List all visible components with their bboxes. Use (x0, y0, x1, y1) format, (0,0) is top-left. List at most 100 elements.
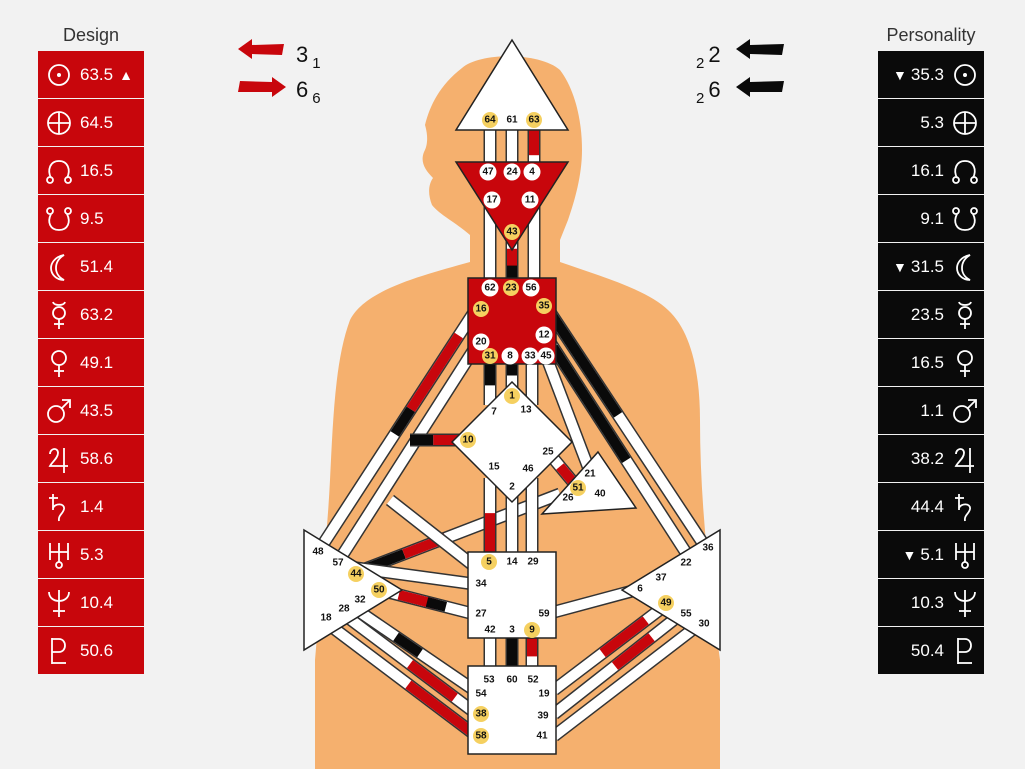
gate-number: 59 (538, 609, 550, 620)
personality-gate-line-value: 5.1 (920, 544, 944, 564)
gate-number: 50 (373, 585, 385, 596)
gate-number: 3 (509, 625, 515, 636)
channel-10-20 (385, 494, 479, 572)
design-gate-line-value: 5.3 (80, 544, 104, 564)
personality-row-mercury: 23.5 (878, 291, 984, 339)
gate-41: 41 (536, 731, 548, 742)
channel-35-36 (540, 302, 712, 552)
gate-number: 57 (332, 558, 344, 569)
gate-number: 60 (506, 675, 518, 686)
design-row-saturn: 1.4 (38, 483, 144, 531)
personality-gate-line-value: 44.4 (910, 496, 944, 516)
personality-gate-line-value: 16.5 (910, 352, 944, 372)
design-gate-line-value: 16.5 (80, 160, 114, 180)
gate-number: 10 (462, 435, 474, 446)
design-gate-line-value: 64.5 (80, 112, 114, 132)
gate-1: 1 (504, 388, 520, 404)
gate-61: 61 (506, 115, 518, 126)
design-row-south-node: 9.5 (38, 195, 144, 243)
gate-number: 13 (520, 405, 532, 416)
personality-row-south-node: 9.1 (878, 195, 984, 243)
gate-54: 54 (475, 689, 487, 700)
personality-row-venus: 16.5 (878, 339, 984, 387)
design-gate-line-value: 51.4 (80, 256, 114, 276)
gate-10: 10 (460, 432, 476, 448)
gate-number: 45 (540, 351, 552, 362)
pluto-icon (42, 634, 76, 668)
gate-number: 4 (529, 167, 535, 178)
neptune-icon (42, 586, 76, 620)
design-gate-line-value: 10.4 (80, 592, 114, 612)
gate-number: 61 (506, 115, 518, 126)
gate-9: 9 (524, 622, 540, 638)
gate-number: 31 (484, 351, 496, 362)
gate-29: 29 (527, 557, 539, 568)
ajna-center (454, 161, 570, 252)
design-row-jupiter: 58.6 (38, 435, 144, 483)
gate-2: 2 (509, 482, 515, 493)
personality-row-uranus: ▼5.1 (878, 531, 984, 579)
design-gate-line-value: 49.1 (80, 352, 114, 372)
channel-50-27 (378, 583, 476, 621)
channel-59-6 (552, 583, 638, 619)
gate-number: 9 (529, 625, 535, 636)
gate-4: 4 (523, 163, 541, 181)
design-bottom-sub: 6 (312, 90, 321, 107)
gate-31: 31 (482, 348, 498, 364)
design-gate-line-value: 43.5 (80, 400, 114, 420)
gate-50: 50 (371, 582, 387, 598)
gate-number: 58 (475, 731, 487, 742)
design-row-uranus: 5.3 (38, 531, 144, 579)
gate-number: 17 (486, 195, 498, 206)
gate-7: 7 (491, 407, 497, 418)
gate-number: 22 (680, 558, 692, 569)
gate-19: 19 (538, 689, 550, 700)
channel-20-57 (332, 336, 486, 566)
personality-gate-line-value: 5.3 (920, 112, 944, 132)
gate-number: 20 (475, 337, 487, 348)
personality-title: Personality (886, 25, 976, 45)
gate-24: 24 (503, 163, 521, 181)
south-node-icon (948, 202, 982, 236)
gate-56: 56 (522, 279, 540, 297)
body-silhouette (315, 56, 720, 769)
personality-row-north-node: 16.1 (878, 147, 984, 195)
uranus-icon (42, 538, 76, 572)
gate-number: 33 (524, 351, 536, 362)
gate-47: 47 (479, 163, 497, 181)
gate-number: 44 (350, 569, 362, 580)
design-gate-line-value: 63.2 (80, 304, 114, 324)
heart-center (540, 450, 638, 515)
gate-number: 11 (525, 195, 536, 206)
gate-48: 48 (312, 547, 324, 558)
solar-plexus-center (620, 528, 721, 652)
personality-arrows (736, 39, 784, 97)
gate-number: 15 (488, 462, 500, 473)
uranus-icon (948, 538, 982, 572)
gate-number: 5 (486, 557, 492, 568)
gate-36: 36 (702, 543, 714, 554)
gate-57: 57 (332, 558, 344, 569)
mars-icon (948, 394, 982, 428)
earth-icon (948, 106, 982, 140)
gate-number: 48 (312, 547, 324, 558)
gate-59: 59 (538, 609, 550, 620)
gate-34: 34 (475, 579, 487, 590)
personality-top-main: 2 (708, 42, 721, 67)
gate-25: 25 (542, 447, 554, 458)
channel-18-58 (324, 618, 478, 740)
gate-55: 55 (680, 609, 692, 620)
gate-33: 33 (521, 347, 539, 365)
design-row-sun: 63.5▲ (38, 51, 144, 99)
gate-number: 35 (538, 301, 550, 312)
centers (303, 38, 721, 755)
gate-53: 53 (483, 675, 495, 686)
design-arrows (238, 39, 286, 97)
design-row-mercury: 63.2 (38, 291, 144, 339)
channel-49-19 (550, 602, 666, 696)
root-center (467, 665, 557, 755)
gate-number: 46 (522, 464, 534, 475)
